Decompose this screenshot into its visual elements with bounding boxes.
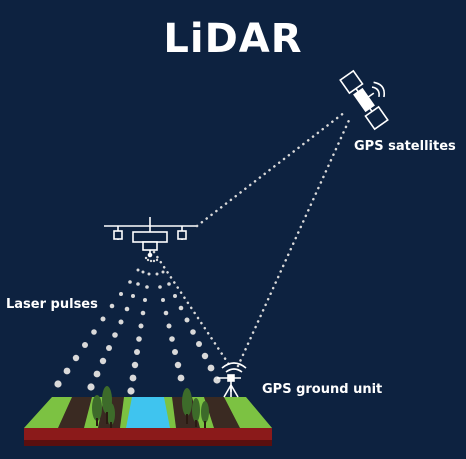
ground-satellite-link — [236, 116, 352, 368]
gps-ground-unit-label: GPS ground unit — [262, 382, 383, 397]
diagram-title: LiDAR — [163, 16, 303, 62]
laser-pulse-beam-1 — [54, 256, 148, 388]
drone-ground-link — [152, 250, 232, 368]
laser-pulse-beam-5 — [155, 258, 221, 384]
trees — [92, 386, 209, 425]
drone-icon — [104, 217, 196, 258]
laser-pulse-beam-4 — [152, 259, 185, 382]
laser-pulses-label: Laser pulses — [6, 297, 98, 312]
drone-satellite-link — [195, 110, 347, 228]
gps-link-lines — [152, 110, 352, 368]
gps-ground-unit-icon — [217, 362, 247, 398]
laser-pulse-beam-3 — [127, 259, 153, 395]
gps-satellites-label: GPS satellites — [354, 139, 456, 154]
laser-pulse-beam-2 — [87, 258, 150, 391]
terrain-icon — [24, 386, 272, 446]
laser-pulses — [54, 256, 221, 395]
satellite-icon — [339, 69, 389, 131]
